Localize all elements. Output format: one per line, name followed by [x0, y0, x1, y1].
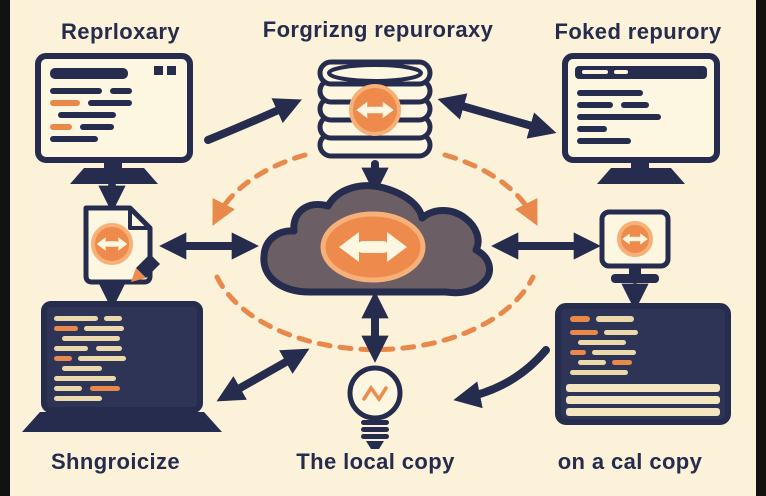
arrows: [98, 93, 649, 409]
arrow-laptop-cloud: [216, 348, 310, 402]
label-repository: Reprloxary: [61, 19, 180, 44]
arrow-terminal-to-lightbulb: [453, 346, 550, 409]
terminal-code-icon: [555, 303, 731, 425]
arrow-repo-to-database: [204, 98, 302, 144]
file-sync-icon: [83, 205, 160, 285]
label-local-copy: The local copy: [296, 449, 455, 474]
left-edge-bar: [0, 0, 10, 496]
right-edge-bar: [756, 0, 766, 496]
lightbulb-icon: [347, 365, 403, 449]
arrow-database-forked-monitor: [437, 93, 557, 139]
laptop-code-icon: [22, 301, 222, 432]
monitor-code-icon: [35, 53, 193, 184]
pencil-icon: [131, 254, 160, 282]
label-forked-repository: Foked repurory: [554, 19, 722, 44]
label-on-a-cal-copy: on a cal copy: [557, 449, 703, 474]
cloud-sync-icon: [260, 182, 494, 297]
mini-monitor-sync-icon: [599, 209, 671, 283]
label-synchronize: Shngroicize: [50, 449, 181, 474]
label-forking-repository: Forgrizng repuroraxy: [262, 17, 494, 42]
dashed-arc-bottom: [214, 274, 536, 353]
database-sync-icon: [317, 59, 433, 159]
sync-cycle-dashed-arcs: [212, 152, 538, 353]
monitor-code-icon-forked: [562, 53, 720, 184]
